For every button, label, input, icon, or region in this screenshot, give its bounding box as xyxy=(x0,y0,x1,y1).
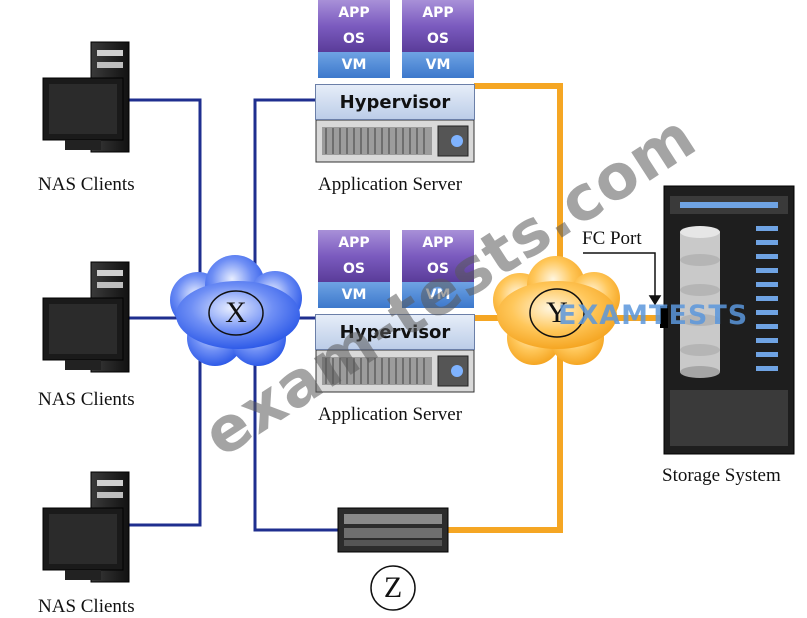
vm-vm-label: VM xyxy=(402,282,474,308)
app-server-1-label: Application Server xyxy=(318,174,463,195)
link-x-appserver1 xyxy=(253,98,316,290)
cloud-y-ring xyxy=(529,288,585,338)
cloud-y xyxy=(493,256,620,365)
nas-client-1-label: NAS Clients xyxy=(38,174,135,195)
storage-cylinder xyxy=(680,226,720,378)
vm-vm-label: VM xyxy=(318,282,390,308)
vm-stack-1a: APP OS VM xyxy=(318,0,390,80)
vm-vm-label: VM xyxy=(402,52,474,78)
fc-port xyxy=(660,306,668,328)
watermark-logo: EXAMTESTS xyxy=(558,300,749,331)
nas-client-2 xyxy=(42,261,130,373)
nas-client-2-label: NAS Clients xyxy=(38,389,135,410)
vm-app-label: APP xyxy=(402,0,474,26)
vm-os-label: OS xyxy=(318,26,390,52)
fc-port-label: FC Port xyxy=(582,228,642,249)
app-server-1-chassis xyxy=(315,119,475,163)
device-z-ring xyxy=(370,565,416,611)
hypervisor-1: Hypervisor xyxy=(315,84,475,120)
link-x-z xyxy=(253,350,338,532)
vm-stack-1b: APP OS VM xyxy=(402,0,474,80)
vm-os-label: OS xyxy=(402,26,474,52)
link-appserver1-y xyxy=(474,83,563,285)
switch-x-label: X xyxy=(225,296,247,329)
app-server-2-chassis xyxy=(315,349,475,393)
hypervisor-2: Hypervisor xyxy=(315,314,475,350)
nas-client-1 xyxy=(42,41,130,153)
fc-port-pointer xyxy=(583,252,662,306)
link-client1-x xyxy=(128,98,202,290)
vm-os-label: OS xyxy=(402,256,474,282)
vm-stack-2a: APP OS VM xyxy=(318,230,390,310)
vm-app-label: APP xyxy=(318,230,390,256)
switch-z-label: Z xyxy=(383,571,403,604)
vm-os-label: OS xyxy=(318,256,390,282)
vm-app-label: APP xyxy=(402,230,474,256)
ip-links xyxy=(128,98,338,532)
storage-system-label: Storage System xyxy=(662,465,781,486)
nas-client-3 xyxy=(42,471,130,583)
vm-stack-2b: APP OS VM xyxy=(402,230,474,310)
vm-vm-label: VM xyxy=(318,52,390,78)
fc-links xyxy=(448,83,664,533)
link-z-y xyxy=(448,350,563,533)
switch-y-label: Y xyxy=(546,296,568,329)
cloud-x xyxy=(170,255,302,366)
device-z xyxy=(337,507,449,553)
app-server-2-label: Application Server xyxy=(318,404,463,425)
nas-client-3-label: NAS Clients xyxy=(38,596,135,617)
cloud-x-ring xyxy=(208,290,264,336)
link-client3-x xyxy=(128,350,202,527)
vm-app-label: APP xyxy=(318,0,390,26)
storage-system xyxy=(660,185,795,455)
